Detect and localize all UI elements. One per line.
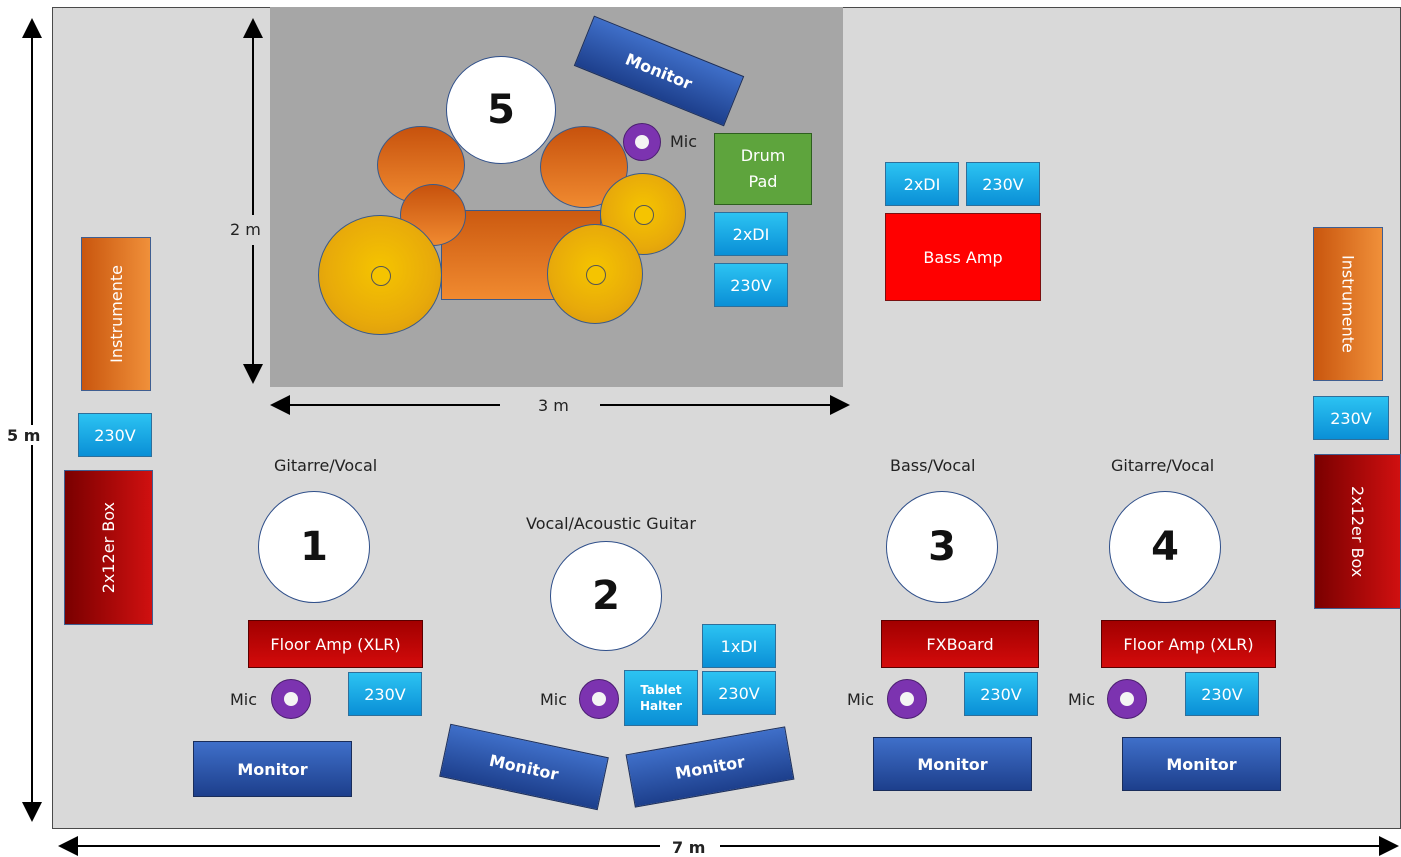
position-4-circle: 4 <box>1109 491 1221 603</box>
cabinet-right-label: 2x12er Box <box>1348 485 1367 578</box>
stage-height-label: 5 m <box>7 426 41 445</box>
drum-di: 2xDI <box>714 212 788 256</box>
bass-power: 230V <box>966 162 1040 206</box>
drum-height-label: 2 m <box>230 220 261 239</box>
position-2-mic-label: Mic <box>540 690 568 709</box>
bass-di: 2xDI <box>885 162 959 206</box>
instruments-right: Instrumente <box>1313 227 1383 381</box>
position-2-power: 230V <box>702 671 776 715</box>
right-power: 230V <box>1313 396 1389 440</box>
position-3-power: 230V <box>964 672 1038 716</box>
mic-icon <box>1107 679 1147 719</box>
instruments-right-label: Instrumente <box>1338 255 1358 353</box>
tablet-holder-line2: Halter <box>639 699 683 713</box>
position-1-monitor: Monitor <box>193 741 352 797</box>
tablet-holder-line1: Tablet <box>640 683 682 697</box>
position-3-monitor: Monitor <box>873 737 1032 791</box>
drum-width-label: 3 m <box>538 396 569 415</box>
cabinet-left: 2x12er Box <box>64 470 153 625</box>
tablet-holder: Tablet Halter <box>624 670 698 726</box>
position-1-mic-label: Mic <box>230 690 258 709</box>
instruments-left: Instrumente <box>81 237 151 391</box>
position-4-power: 230V <box>1185 672 1259 716</box>
cabinet-left-label: 2x12er Box <box>99 501 118 594</box>
drum-mic-label: Mic <box>670 132 698 151</box>
position-2-circle: 2 <box>550 541 662 651</box>
drum-pad-line1: Drum <box>740 146 786 165</box>
position-1-power: 230V <box>348 672 422 716</box>
left-power: 230V <box>78 413 152 457</box>
drum-power: 230V <box>714 263 788 307</box>
position-3-circle: 3 <box>886 491 998 603</box>
position-2-role: Vocal/Acoustic Guitar <box>526 514 696 533</box>
drum-cymbal-left <box>318 215 442 335</box>
position-2-di: 1xDI <box>702 624 776 668</box>
position-5-circle: 5 <box>446 56 556 164</box>
position-3-role: Bass/Vocal <box>890 456 976 475</box>
mic-icon <box>623 123 661 161</box>
position-3-mic-label: Mic <box>847 690 875 709</box>
position-1-circle: 1 <box>258 491 370 603</box>
position-1-role: Gitarre/Vocal <box>274 456 378 475</box>
cabinet-right: 2x12er Box <box>1314 454 1401 609</box>
mic-icon <box>271 679 311 719</box>
drum-cymbal-right <box>547 224 643 324</box>
drum-pad-line2: Pad <box>748 172 778 191</box>
stage-width-label: 7 m <box>672 838 706 857</box>
position-4-amp: Floor Amp (XLR) <box>1101 620 1276 668</box>
mic-icon <box>579 679 619 719</box>
bass-amp: Bass Amp <box>885 213 1041 301</box>
position-1-amp: Floor Amp (XLR) <box>248 620 423 668</box>
position-3-fxboard: FXBoard <box>881 620 1039 668</box>
position-4-mic-label: Mic <box>1068 690 1096 709</box>
mic-icon <box>887 679 927 719</box>
drum-tom-right <box>540 126 628 208</box>
position-4-monitor: Monitor <box>1122 737 1281 791</box>
drum-pad: Drum Pad <box>714 133 812 205</box>
instruments-left-label: Instrumente <box>106 265 126 363</box>
position-4-role: Gitarre/Vocal <box>1111 456 1215 475</box>
